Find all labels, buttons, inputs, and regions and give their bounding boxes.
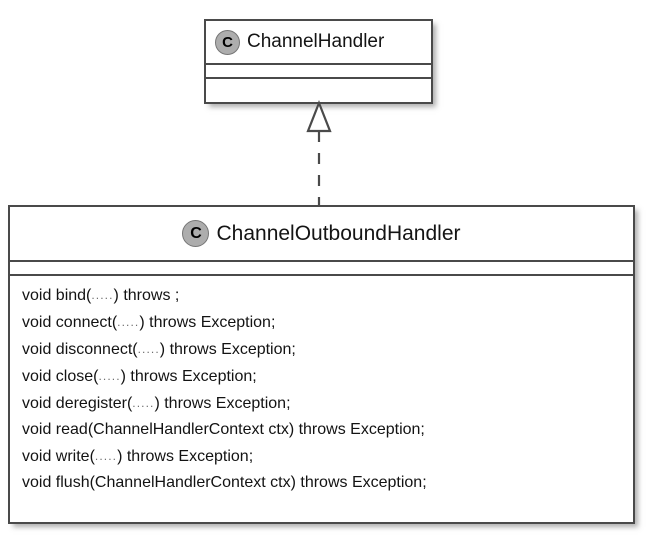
method-signature-suffix: ) throws Exception; bbox=[159, 341, 296, 358]
method-signature-prefix: void bind( bbox=[22, 287, 92, 304]
method-signature-prefix: void close( bbox=[22, 368, 99, 385]
realization-arrow-icon bbox=[306, 99, 332, 206]
method-signature-prefix: void disconnect( bbox=[22, 341, 138, 358]
realization-connector bbox=[296, 99, 342, 208]
method-signature-row: void disconnect(.....) throws Exception; bbox=[10, 336, 633, 363]
method-args-ellipsis: ..... bbox=[94, 449, 118, 463]
method-signature-row: void flush(ChannelHandlerContext ctx) th… bbox=[10, 470, 633, 496]
method-args-ellipsis: ..... bbox=[98, 369, 121, 383]
method-signature-row: void write(.....) throws Exception; bbox=[10, 443, 633, 470]
method-signature-row: void deregister(.....) throws Exception; bbox=[10, 390, 633, 417]
attributes-compartment bbox=[10, 260, 633, 274]
method-signature-row: void read(ChannelHandlerContext ctx) thr… bbox=[10, 417, 633, 443]
methods-compartment bbox=[206, 77, 431, 91]
method-signature-suffix: ) throws Exception; bbox=[120, 368, 257, 385]
method-signature-prefix: void connect( bbox=[22, 314, 118, 331]
method-args-ellipsis: ..... bbox=[91, 288, 114, 302]
method-signature-suffix: ) throws Exception; bbox=[290, 474, 427, 491]
method-signature-row: void connect(.....) throws Exception; bbox=[10, 309, 633, 336]
hollow-triangle-arrowhead bbox=[306, 99, 332, 133]
method-signature-suffix: ) throws Exception; bbox=[154, 395, 291, 412]
method-signature-prefix: void read(ChannelHandlerContext ctx bbox=[22, 421, 289, 438]
method-signature-suffix: ) throws ; bbox=[113, 287, 180, 304]
method-signature-prefix: void flush(ChannelHandlerContext ctx bbox=[22, 474, 291, 491]
method-args-ellipsis: ..... bbox=[117, 315, 140, 329]
class-title-compartment: C ChannelHandler bbox=[206, 21, 431, 63]
method-signature-suffix: ) throws Exception; bbox=[139, 314, 276, 331]
attributes-compartment bbox=[206, 63, 431, 77]
method-signature-prefix: void deregister( bbox=[22, 395, 133, 412]
class-box-channel-handler[interactable]: C ChannelHandler bbox=[204, 19, 433, 104]
class-box-channel-outbound-handler[interactable]: C ChannelOutboundHandler void bind(.....… bbox=[8, 205, 635, 524]
method-signature-prefix: void write( bbox=[22, 448, 95, 465]
method-signature-row: void close(.....) throws Exception; bbox=[10, 363, 633, 390]
method-args-ellipsis: ..... bbox=[132, 396, 155, 410]
class-name-label: ChannelHandler bbox=[247, 31, 385, 52]
class-circle-icon: C bbox=[215, 29, 240, 55]
method-signature-suffix: ) throws Exception; bbox=[117, 448, 254, 465]
method-args-ellipsis: ..... bbox=[137, 342, 160, 356]
class-title-compartment: C ChannelOutboundHandler bbox=[10, 207, 633, 260]
class-name-label: ChannelOutboundHandler bbox=[216, 221, 461, 245]
method-signature-suffix: ) throws Exception; bbox=[288, 421, 425, 438]
class-circle-icon: C bbox=[182, 220, 210, 247]
method-signature-row: void bind(.....) throws ; bbox=[10, 282, 633, 309]
methods-compartment: void bind(.....) throws ;void connect(..… bbox=[10, 274, 633, 502]
